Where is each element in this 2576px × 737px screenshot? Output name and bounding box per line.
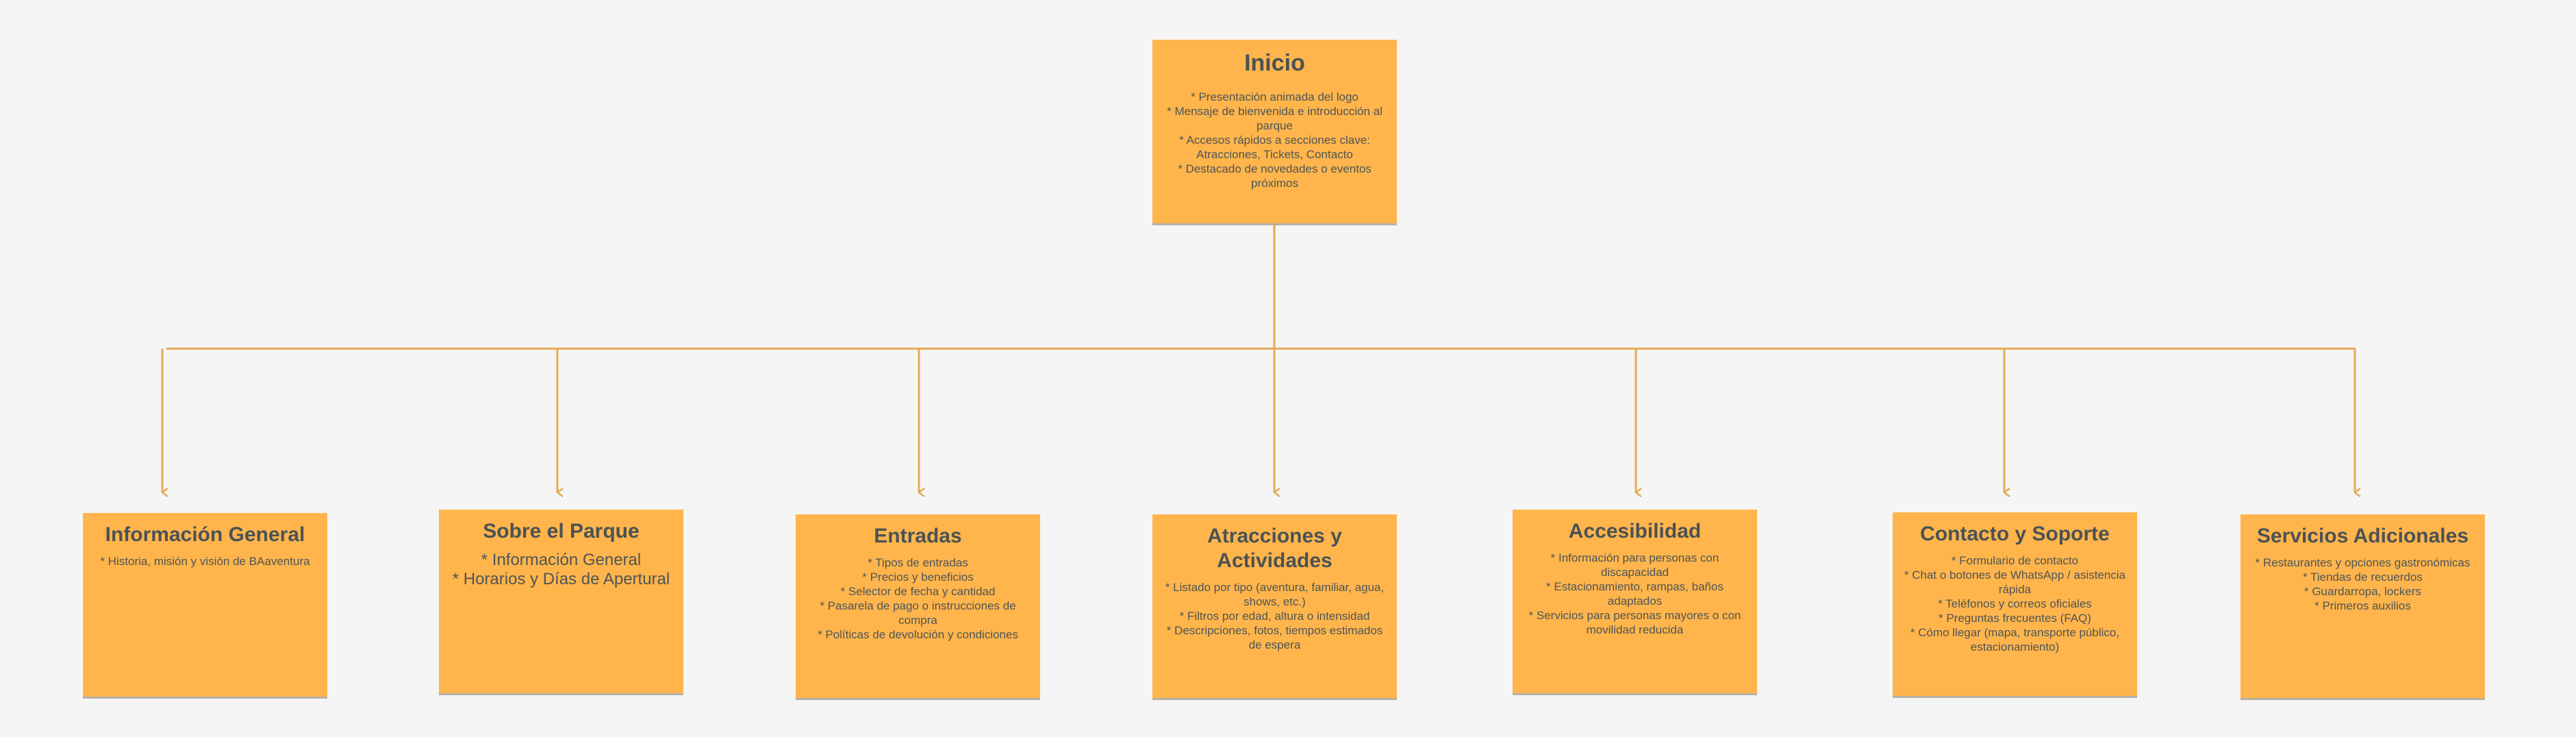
node-item: * Estacionamiento, rampas, baños adaptad… xyxy=(1546,580,1723,608)
node-title: Sobre el Parque xyxy=(483,520,640,542)
node-item: * Tiendas de recuerdos xyxy=(2303,571,2423,584)
node-item: * Pasarela de pago o instrucciones de co… xyxy=(820,599,1016,627)
node-item: * Restaurantes y opciones gastronómicas xyxy=(2255,556,2471,569)
node-item: * Chat o botones de WhatsApp / asistenci… xyxy=(1904,569,2126,596)
node-title: Servicios Adicionales xyxy=(2256,525,2469,547)
node-entradas[interactable]: Entradas * Tipos de entradas * Precios y… xyxy=(796,514,1040,698)
node-item: * Información General xyxy=(481,551,642,569)
node-item: * Destacado de novedades o eventos próxi… xyxy=(1178,162,1372,190)
node-item: * Guardarropa, lockers xyxy=(2303,585,2422,598)
node-atracciones-y-actividades[interactable]: Atracciones y Actividades * Listado por … xyxy=(1152,514,1397,698)
node-item: * Teléfonos y correos oficiales xyxy=(1938,597,2092,610)
node-informacion-general[interactable]: Información General * Historia, misión y… xyxy=(83,513,327,697)
node-item: * Listado por tipo (aventura, familiar, … xyxy=(1165,581,1385,608)
node-item: * Servicios para personas mayores o con … xyxy=(1528,609,1741,636)
node-title: Entradas xyxy=(874,525,962,547)
node-servicios-adicionales[interactable]: Servicios Adicionales * Restaurantes y o… xyxy=(2240,514,2485,698)
node-accesibilidad[interactable]: Accesibilidad * Información para persona… xyxy=(1513,510,1757,693)
node-title: Contacto y Soporte xyxy=(1920,523,2110,545)
node-item: * Primeros auxilios xyxy=(2314,599,2411,612)
node-title: Accesibilidad xyxy=(1568,520,1702,542)
node-item: * Preguntas frecuentes (FAQ) xyxy=(1939,612,2091,625)
node-item: * Precios y beneficios xyxy=(862,571,974,584)
node-item: * Mensaje de bienvenida e introducción a… xyxy=(1167,104,1382,132)
node-title: Información General xyxy=(105,523,305,546)
node-title: Inicio xyxy=(1244,50,1305,76)
node-contacto-y-soporte[interactable]: Contacto y Soporte * Formulario de conta… xyxy=(1893,512,2137,696)
node-item: * Filtros por edad, altura o intensidad xyxy=(1179,610,1370,623)
node-title: Atracciones y Actividades xyxy=(1207,525,1342,572)
node-item: * Horarios y Días de Apertural xyxy=(452,570,670,588)
node-item: * Accesos rápidos a secciones clave: Atr… xyxy=(1179,133,1370,161)
node-inicio[interactable]: Inicio * Presentación animada del logo *… xyxy=(1152,40,1397,223)
node-item: * Historia, misión y visión de BAaventur… xyxy=(100,555,310,568)
node-item: * Políticas de devolución y condiciones xyxy=(818,628,1018,641)
node-item: * Cómo llegar (mapa, transporte público,… xyxy=(1910,626,2120,653)
node-item: * Presentación animada del logo xyxy=(1191,90,1359,103)
node-item: * Información para personas con discapac… xyxy=(1550,551,1719,579)
node-item: * Formulario de contacto xyxy=(1951,554,2079,567)
node-sobre-el-parque[interactable]: Sobre el Parque * Información General * … xyxy=(439,510,683,693)
node-item: * Descripciones, fotos, tiempos estimado… xyxy=(1166,624,1383,651)
node-item: * Tipos de entradas xyxy=(868,556,968,569)
node-item: * Selector de fecha y cantidad xyxy=(840,585,996,598)
